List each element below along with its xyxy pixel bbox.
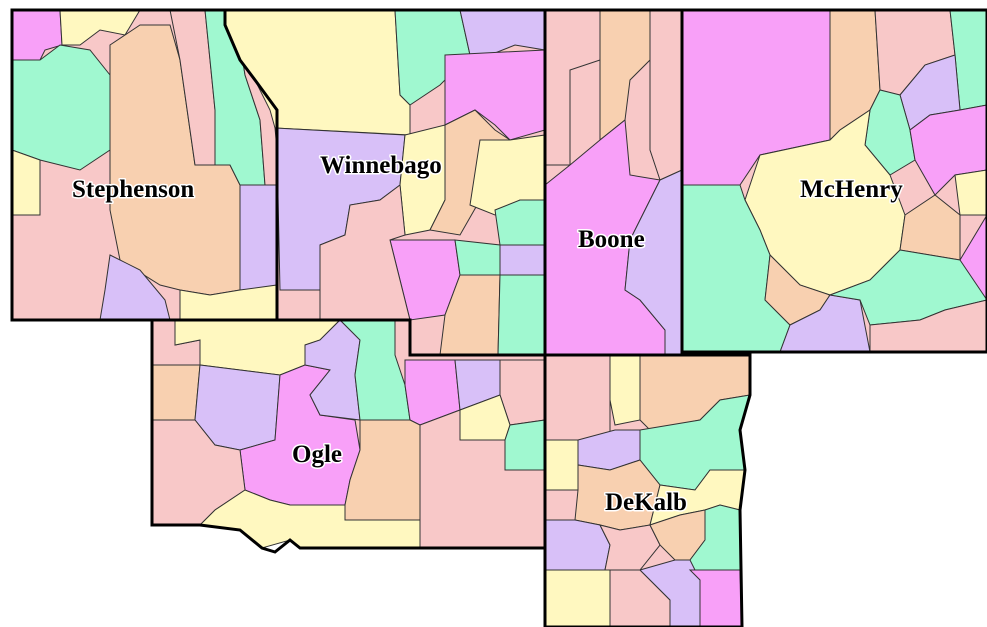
- stephenson-township-w: [11, 44, 111, 171]
- winnebago-township-s2: [454, 239, 501, 276]
- winnebago-township-s3: [499, 244, 546, 276]
- mchenry-township-se3: [959, 214, 987, 301]
- dekalb-township-w: [544, 439, 579, 491]
- mchenry-outline: [680, 8, 987, 354]
- county-stephenson[interactable]: [10, 8, 279, 322]
- label-ogle: Ogle: [292, 441, 342, 468]
- stephenson-township-w2: [11, 149, 41, 216]
- dekalb-township-s5: [688, 569, 743, 627]
- winnebago-township-e4: [494, 199, 546, 246]
- label-boone: Boone: [578, 226, 645, 253]
- county-dekalb[interactable]: [543, 353, 752, 627]
- ogle-township-s: [198, 489, 421, 549]
- mchenry-township-e5: [899, 194, 961, 261]
- mchenry-township-se: [828, 249, 987, 326]
- dekalb-township-n: [609, 354, 641, 426]
- dekalb-outline: [543, 353, 752, 627]
- label-winnebago: Winnebago: [320, 152, 442, 179]
- ogle-township-w: [151, 364, 201, 421]
- dekalb-township-sw: [544, 519, 611, 571]
- county-ogle[interactable]: [150, 318, 547, 554]
- winnebago-township-sw: [319, 184, 411, 321]
- winnebago-township-s5: [497, 274, 546, 356]
- label-stephenson: Stephenson: [72, 176, 194, 203]
- ogle-outline: [150, 318, 547, 554]
- county-mchenry[interactable]: [680, 8, 987, 354]
- county-boone[interactable]: [543, 8, 684, 357]
- label-mchenry: McHenry: [800, 176, 903, 203]
- county-winnebago[interactable]: [223, 8, 547, 357]
- label-dekalb: DeKalb: [605, 489, 687, 516]
- dekalb-township-s2: [544, 569, 611, 627]
- ogle-township-e5: [504, 419, 546, 471]
- mchenry-township-e3: [909, 104, 987, 196]
- winnebago-township-ne2: [459, 9, 546, 56]
- mchenry-township-e4: [954, 169, 987, 216]
- stephenson-township-se: [239, 184, 278, 291]
- boone-township-ne: [649, 9, 683, 181]
